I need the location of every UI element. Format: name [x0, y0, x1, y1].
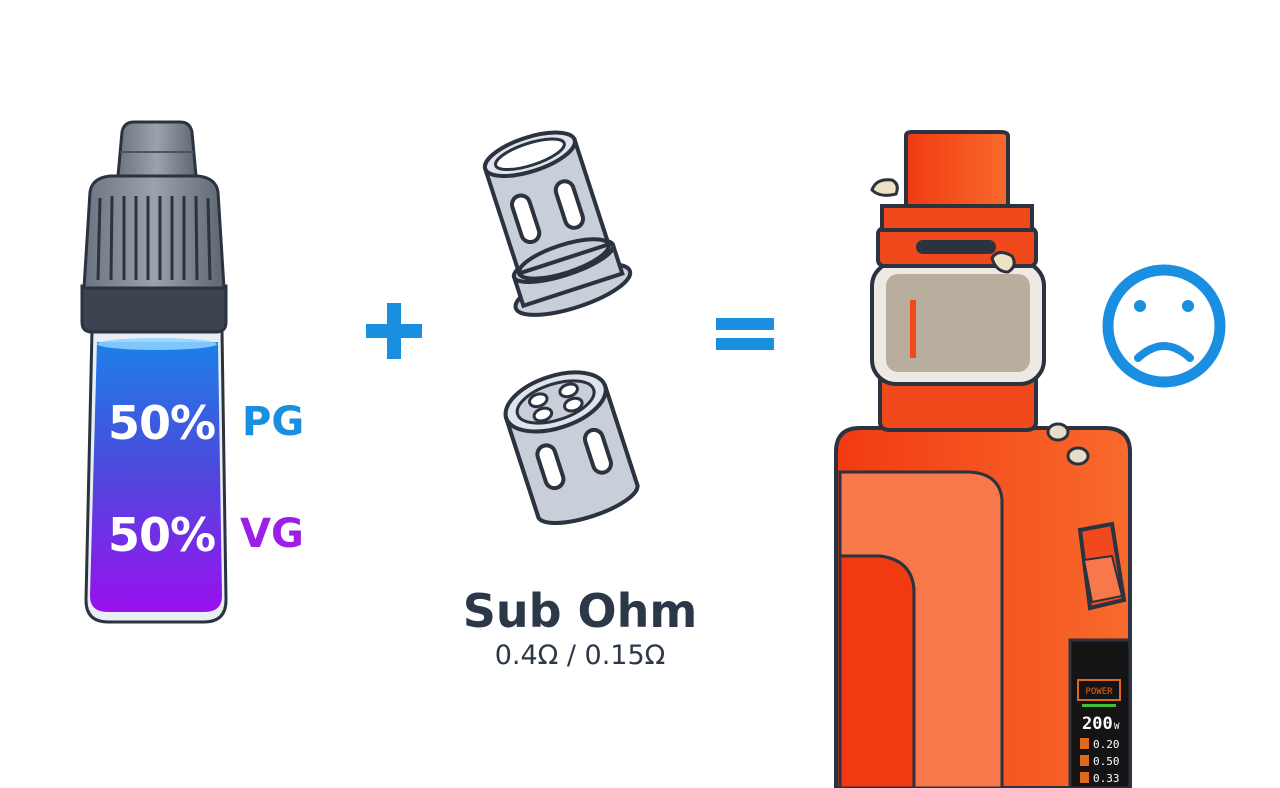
tank-top-cap — [880, 204, 1034, 232]
bottle-liquid — [90, 342, 222, 612]
e-liquid-bottle — [80, 120, 228, 624]
vg-label: VG — [240, 511, 304, 557]
vg-percentage: 50% — [108, 508, 216, 562]
drip-tip — [904, 130, 1010, 208]
bottle-cap — [82, 174, 226, 290]
bottle-cap-collar — [80, 284, 228, 334]
sad-face-icon — [1102, 264, 1226, 388]
screen-reading-1: 0.20 — [1093, 738, 1120, 751]
coil-bottom — [503, 370, 640, 525]
plus-sign — [366, 303, 422, 359]
bottle-nozzle — [116, 120, 198, 178]
equals-sign — [716, 318, 774, 350]
screen-reading-3: 0.33 — [1093, 772, 1120, 785]
vape-device: POWER 200 W 0.20 0.50 0.33 — [834, 130, 1132, 788]
screen-wattage-unit: W — [1114, 722, 1120, 732]
coil-top — [482, 130, 633, 317]
pg-label: PG — [242, 399, 305, 445]
tank-base — [878, 378, 1038, 432]
screen-reading-2: 0.50 — [1093, 755, 1120, 768]
screen-wattage: 200 — [1082, 714, 1113, 734]
coil-title: Sub Ohm — [462, 584, 698, 638]
screen-title: POWER — [1085, 687, 1113, 697]
coil-resistance: 0.4Ω / 0.15Ω — [494, 640, 666, 671]
pg-percentage: 50% — [108, 396, 216, 450]
